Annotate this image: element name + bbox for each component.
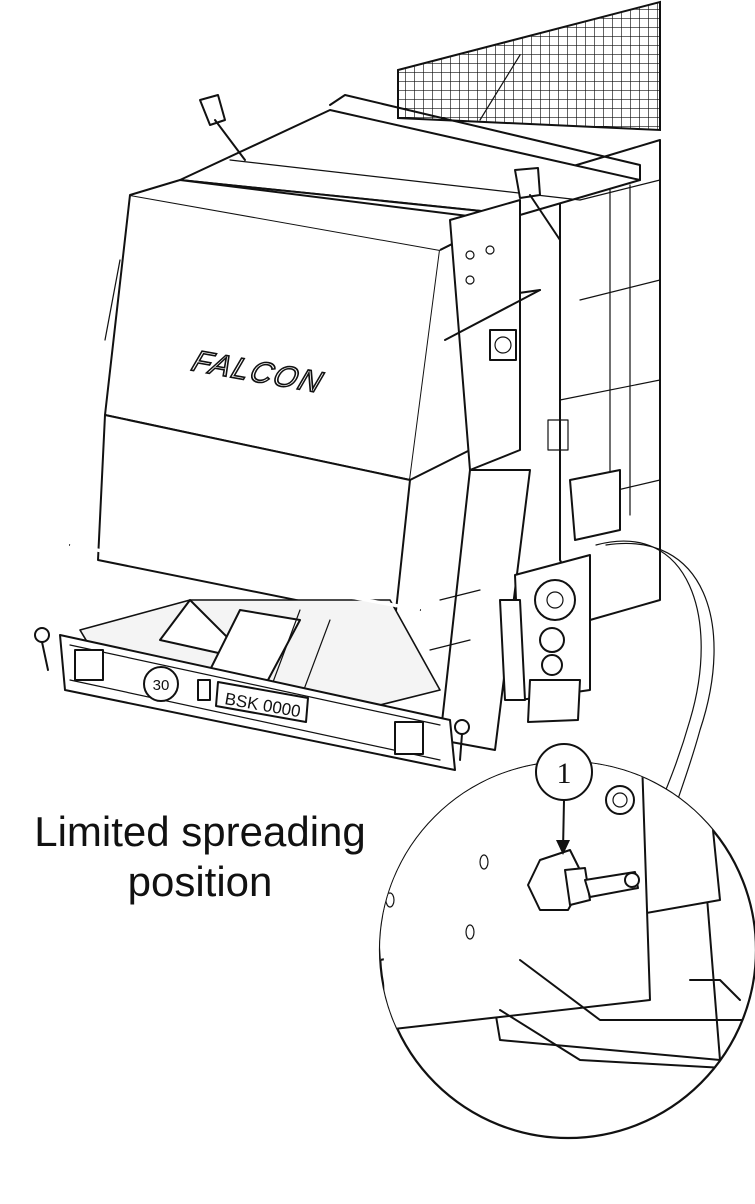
caption-line-1: Limited spreading [34, 808, 366, 855]
top-levers [199, 94, 561, 241]
callout-1-text: 1 [557, 757, 572, 790]
callout-1: 1 [535, 743, 593, 855]
side-panel [444, 199, 541, 471]
mesh-screen [397, 0, 661, 132]
deflector [429, 469, 531, 751]
bumper-rail [69, 543, 421, 612]
drive-unit [499, 554, 591, 723]
caption-line-2: position [127, 858, 273, 905]
speed-sign: 30 [143, 666, 179, 702]
hopper-box [97, 179, 541, 621]
valve-assembly [527, 849, 640, 911]
speed-sign-text: 30 [153, 677, 170, 694]
machine-frame [547, 139, 661, 621]
